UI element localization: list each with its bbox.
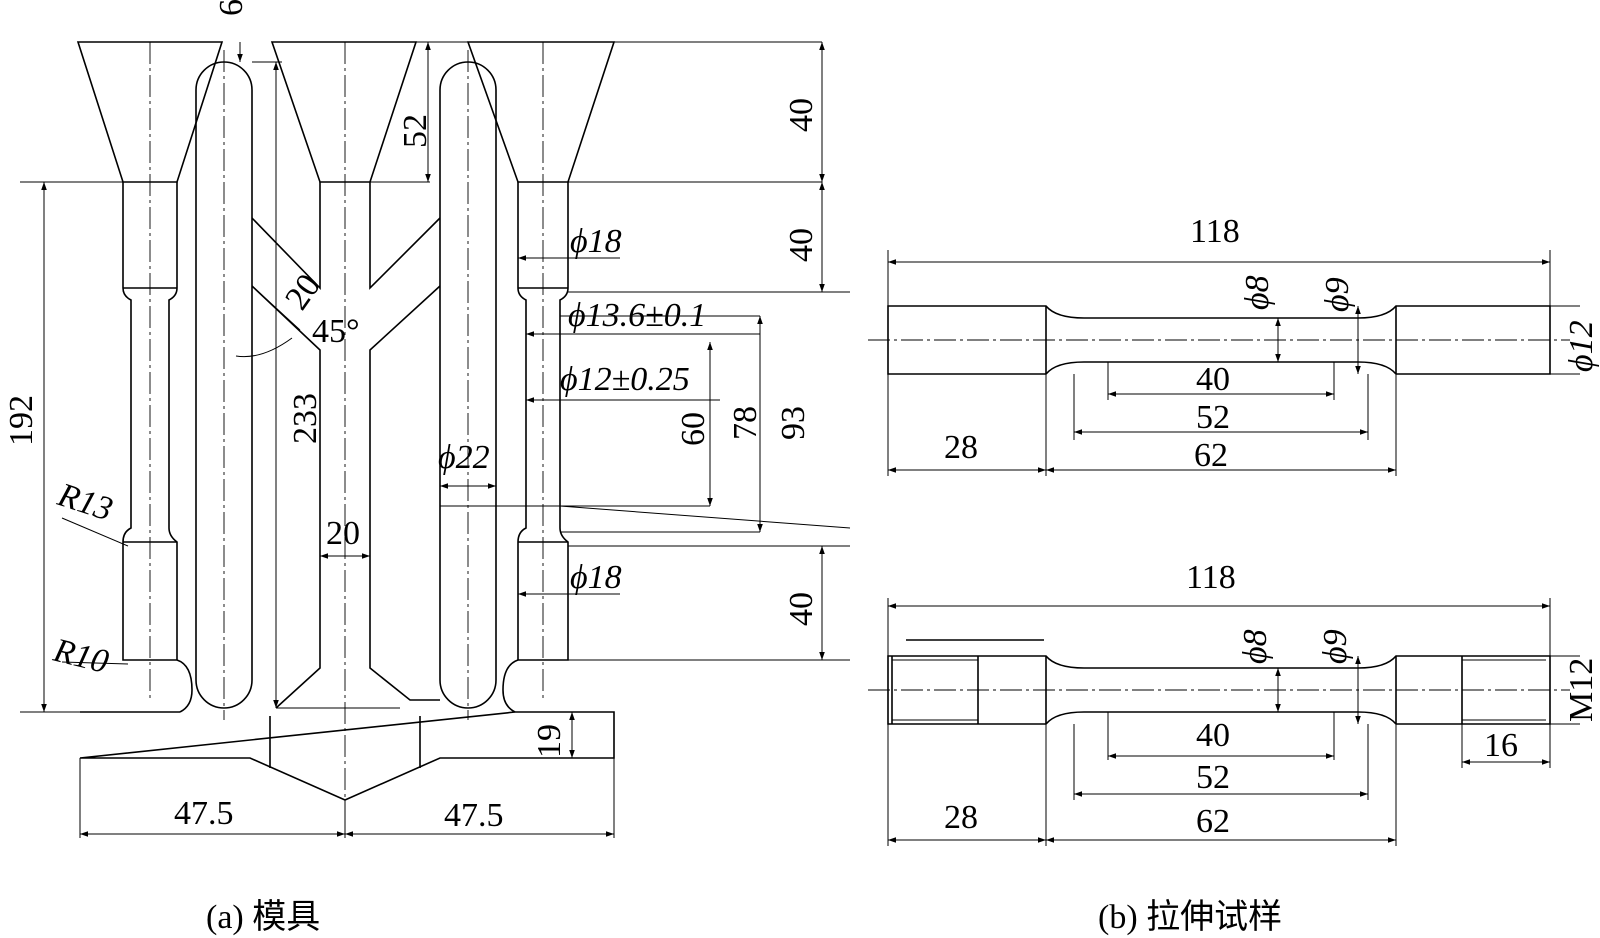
dim-6: 6 (213, 0, 250, 16)
specimen-drawing: 118 ϕ8 ϕ9 ϕ12 40 52 28 62 (868, 213, 1600, 936)
spec-bot-40: 40 (1196, 717, 1230, 754)
base-plate (79, 711, 615, 801)
dim-phi12: ϕ12±0.25 (560, 361, 690, 398)
spec-top-52: 52 (1196, 399, 1230, 436)
dim-r13: R13 (53, 476, 117, 528)
dim-40-mid: 40 (783, 228, 820, 262)
dim-47-5-right: 47.5 (444, 797, 504, 834)
spec-top-40: 40 (1196, 361, 1230, 398)
left-specimen-channel (122, 182, 178, 661)
dim-phi18-top: ϕ18 (570, 223, 622, 260)
spec-bot-phi8: ϕ8 (1237, 629, 1274, 664)
central-sprue (251, 182, 441, 709)
dim-20-bottom: 20 (326, 515, 360, 552)
funnel-middle (270, 41, 418, 183)
funnel-right (466, 41, 616, 183)
specimen-caption: (b) 拉伸试样 (1098, 898, 1282, 936)
dim-r10: R10 (49, 632, 112, 681)
spec-top-phi9: ϕ9 (1319, 277, 1356, 312)
mold-drawing: 6 40 52 40 ϕ18 20 45° ϕ13.6±0.1 ϕ12±0.25… (3, 0, 851, 936)
dim-40-top: 40 (783, 98, 820, 132)
dim-19: 19 (531, 724, 568, 758)
right-specimen-channel (517, 182, 569, 661)
spec-top-62: 62 (1194, 437, 1228, 474)
dim-60: 60 (675, 412, 712, 446)
dim-phi13-6: ϕ13.6±0.1 (568, 297, 706, 334)
spec-bot-16: 16 (1484, 727, 1518, 764)
dim-233: 233 (287, 393, 324, 444)
dim-52: 52 (397, 114, 434, 148)
spec-bot-m12: M12 (1563, 658, 1600, 722)
spec-bot-62: 62 (1196, 803, 1230, 840)
spec-bot-28: 28 (944, 799, 978, 836)
dim-192: 192 (3, 395, 40, 446)
dim-93: 93 (775, 406, 812, 440)
spec-top-118: 118 (1190, 213, 1240, 250)
spec-top-phi8: ϕ8 (1239, 275, 1276, 310)
spec-top-phi12: ϕ12 (1563, 320, 1600, 372)
dim-47-5-left: 47.5 (174, 795, 234, 832)
dim-78: 78 (727, 406, 764, 440)
dim-45-deg: 45° (312, 313, 360, 350)
spec-top-28: 28 (944, 429, 978, 466)
dim-phi22: ϕ22 (438, 439, 490, 476)
dim-40-bot: 40 (783, 592, 820, 626)
mold-caption: (a) 模具 (206, 898, 320, 936)
spec-bot-phi9: ϕ9 (1317, 629, 1354, 664)
dim-phi18-bot: ϕ18 (570, 559, 622, 596)
spec-bot-118: 118 (1186, 559, 1236, 596)
spec-bot-52: 52 (1196, 759, 1230, 796)
